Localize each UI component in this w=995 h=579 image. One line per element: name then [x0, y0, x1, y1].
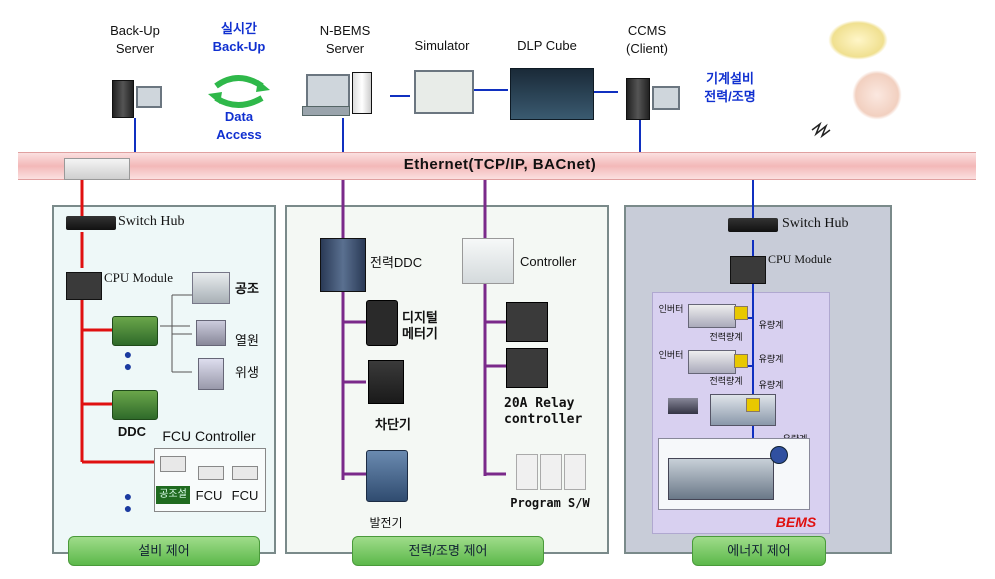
power-ddc-icon: [320, 238, 366, 292]
sync-arrow-bottom: [214, 95, 264, 108]
wireless-icon: [811, 121, 831, 139]
fcu-device-icon-3: [232, 466, 258, 480]
digital-meter-icon: [366, 300, 398, 346]
pump-row-icon: [668, 398, 698, 414]
right-switch-hub-label: Switch Hub: [782, 216, 849, 231]
fcu-device-icon-2: [198, 466, 224, 480]
right-switch-hub-icon: [728, 218, 778, 232]
tab-energy-control[interactable]: 에너지 제어: [692, 536, 826, 566]
flow-meter-label-1: 유량계: [758, 320, 784, 330]
nbems-server-label: N-BEMS Server: [319, 23, 371, 56]
data-access-label: Data Access: [216, 109, 262, 142]
bems-label: BEMS: [775, 514, 817, 530]
left-cpu-module-label: CPU Module: [104, 270, 173, 285]
fcu-item-2: FCU: [195, 488, 223, 503]
realtime-backup-label: 실시간 Back-Up: [212, 21, 266, 54]
flow-meter-icon-2: [734, 354, 748, 368]
sync-arrow-top: [214, 75, 264, 89]
mech-power-light-label: 기계설비 전력/조명: [704, 71, 756, 104]
ccms-monitor-icon: [652, 86, 680, 110]
ethernet-label: Ethernet(TCP/IP, BACnet): [403, 156, 597, 173]
nbems-monitor-icon: [306, 74, 350, 108]
backup-server-label: Back-Up Server: [110, 23, 160, 56]
person-icon: [852, 70, 902, 120]
inverter-row-icon-1: [688, 304, 736, 328]
breaker-label: 차단기: [375, 417, 411, 432]
ddc-label: DDC: [117, 424, 147, 439]
power-meter-label-2: 전력량계: [709, 376, 743, 386]
chiller-pump-icon: [770, 446, 788, 464]
nbems-keyboard-icon: [302, 106, 350, 116]
pump-machine-icon: [710, 394, 776, 426]
ethernet-bus: [18, 152, 976, 180]
relay-icon-1: [506, 302, 548, 342]
mobile-user-icon: [828, 20, 888, 60]
nbems-tower-icon: [352, 72, 372, 114]
backup-monitor-icon: [136, 86, 162, 108]
fcu-controller-label: FCU Controller: [162, 428, 256, 444]
fcu-device-icon-1: [160, 456, 186, 472]
dlp-cube-label: DLP Cube: [517, 38, 577, 53]
inverter-label-2: 인버터: [658, 350, 684, 360]
sanitary-icon: [198, 358, 224, 390]
breaker-icon: [368, 360, 404, 404]
generator-icon: [366, 450, 408, 502]
ddc-module-icon-1: [112, 316, 158, 346]
inverter-row-icon-2: [688, 350, 736, 374]
digital-meter-label: 디지털 메터기: [402, 310, 438, 341]
left-switch-hub-label: Switch Hub: [118, 214, 185, 229]
flow-meter-icon-3: [746, 398, 760, 412]
program-sw-icon-2: [540, 454, 562, 490]
ddc-module-icon-2: [112, 390, 158, 420]
ccms-tower-icon: [626, 78, 650, 120]
right-cpu-module-label: CPU Module: [768, 252, 832, 266]
flow-meter-label-3: 유량계: [758, 380, 784, 390]
dots-icon-2: ●●: [123, 488, 133, 516]
controller-icon: [462, 238, 514, 284]
backup-server-icon: [112, 80, 134, 118]
cpu-module-icon: [66, 272, 102, 300]
switch-hub-icon: [66, 216, 116, 230]
ahu-label: 공조: [235, 281, 259, 296]
fcu-item-3: FCU: [231, 488, 259, 503]
ethernet-hub-icon: [64, 158, 130, 180]
ahu-icon: [192, 272, 230, 304]
power-meter-label-1: 전력량계: [709, 332, 743, 342]
tab-power-lighting-control[interactable]: 전력/조명 제어: [352, 536, 544, 566]
simulator-screen-icon: [414, 70, 474, 114]
relay-label: 20A Relay controller: [504, 396, 583, 427]
ccms-client-label: CCMS (Client): [626, 23, 668, 56]
sanitary-label: 위생: [235, 365, 259, 380]
program-sw-icon-3: [564, 454, 586, 490]
heat-source-label: 열원: [235, 333, 259, 348]
generator-label: 발전기: [369, 516, 403, 530]
flow-meter-icon-1: [734, 306, 748, 320]
flow-meter-label-2: 유량계: [758, 354, 784, 364]
inverter-label-1: 인버터: [658, 304, 684, 314]
heat-source-icon: [196, 320, 226, 346]
tab-facility-control[interactable]: 설비 제어: [68, 536, 260, 566]
fcu-item-1: 공조설: [156, 486, 190, 504]
relay-icon-2: [506, 348, 548, 388]
program-sw-icon-1: [516, 454, 538, 490]
dlp-cube-icon: [510, 68, 594, 120]
controller-label: Controller: [520, 254, 577, 269]
simulator-label: Simulator: [414, 38, 470, 53]
program-sw-label: Program S/W: [510, 496, 590, 510]
power-ddc-label: 전력DDC: [370, 255, 423, 270]
chiller-icon: [668, 458, 774, 500]
dots-icon-1: ●●: [123, 346, 133, 374]
right-cpu-module-icon: [730, 256, 766, 284]
